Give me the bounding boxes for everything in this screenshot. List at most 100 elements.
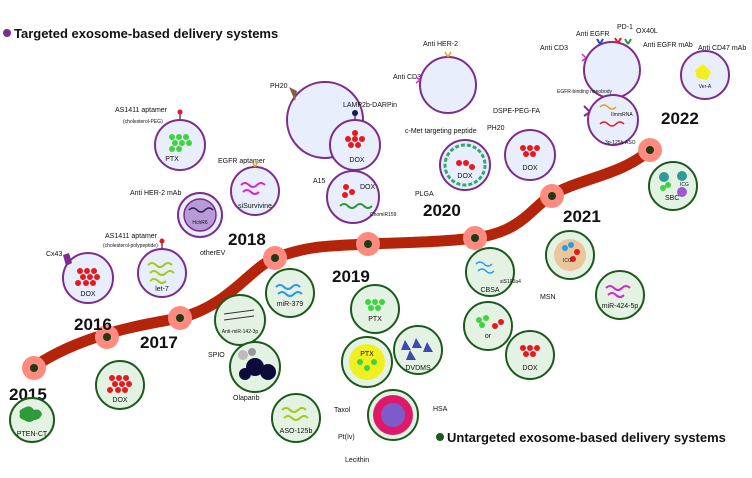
svg-text:siS100a4: siS100a4 (500, 279, 521, 285)
year-2021: 2021 (563, 207, 601, 226)
svg-text:DOX: DOX (457, 173, 473, 180)
exosome-let7: AS1411 aptamer (cholesterol-polypeptide)… (103, 233, 187, 298)
exosome-multi-antibody: Anti EGFR PD-1 OX40L Anti CD3 Anti EGFR … (540, 24, 693, 99)
year-2019: 2019 (332, 267, 370, 286)
exosome-dvdms: DVDMS (393, 325, 443, 375)
svg-text:Anti-miR-142-3p: Anti-miR-142-3p (222, 329, 259, 335)
svg-text:Taxol: Taxol (334, 407, 351, 414)
svg-text:Ver-A: Ver-A (699, 84, 712, 90)
svg-text:Anti HER-2: Anti HER-2 (423, 41, 458, 48)
svg-text:ICG: ICG (563, 258, 572, 264)
svg-text:PH20: PH20 (270, 83, 288, 90)
svg-text:AS1411 aptamer: AS1411 aptamer (105, 233, 158, 240)
node-2020 (463, 226, 487, 250)
svg-text:(cholesterol-PEG): (cholesterol-PEG) (123, 119, 163, 125)
exosome-aso125b: ASO-125b (271, 393, 321, 443)
year-2022: 2022 (661, 109, 699, 128)
exosome-taxol: PTX Taxol (334, 336, 393, 414)
svg-text:A15: A15 (313, 178, 326, 185)
timeline-nodes (22, 138, 662, 380)
exosome-ptx-2019: PTX (350, 284, 400, 334)
exosome-mir379: miR-379 (265, 268, 315, 318)
svg-text:DVDMS: DVDMS (405, 365, 431, 372)
svg-text:Anti EGFR mAb: Anti EGFR mAb (643, 42, 693, 49)
svg-text:HSA: HSA (433, 406, 448, 413)
svg-text:PTEN-CT: PTEN-CT (17, 431, 48, 438)
targeted-header: Targeted exosome-based delivery systems (14, 26, 278, 41)
svg-text:or: or (485, 333, 492, 340)
svg-text:PTX: PTX (360, 351, 374, 358)
svg-text:IImmRNA: IImmRNA (611, 112, 633, 118)
svg-text:PD-1: PD-1 (617, 24, 633, 31)
exosome-hchr6: Anti HER-2 mAb HchR6 otherEV (130, 190, 226, 257)
exosome-dox-2020-untargeted: DOX (505, 330, 555, 380)
svg-text:PTX: PTX (368, 316, 382, 323)
untargeted-legend-dot (436, 433, 444, 441)
exosome-dox-dspe: DSPE-PEG-FA PH20 DOX (487, 108, 556, 181)
exosome-pten-ct: PTEN-CT (9, 397, 55, 443)
exosome-ptx-or-dox: or (463, 301, 513, 351)
svg-text:DSPE-PEG-FA: DSPE-PEG-FA (493, 108, 540, 115)
svg-text:Cx43: Cx43 (46, 251, 62, 258)
untargeted-header: Untargeted exosome-based delivery system… (447, 430, 726, 445)
node-2015 (22, 356, 46, 380)
year-2018: 2018 (228, 230, 266, 249)
node-2022 (638, 138, 662, 162)
svg-text:OX40L: OX40L (636, 28, 658, 35)
targeted-legend-dot (3, 29, 11, 37)
svg-text:PH20: PH20 (487, 125, 505, 132)
svg-text:DOX: DOX (360, 184, 376, 191)
exosome-hsa: HSA Pt(Iv) Lecithin (338, 389, 448, 464)
svg-text:SPIO: SPIO (208, 352, 225, 359)
node-2016 (95, 325, 119, 349)
svg-text:EGFR aptamer: EGFR aptamer (218, 158, 266, 165)
exosome-dox-lamp2b-small: LAMP2b-DARPin DOX (329, 102, 397, 171)
exosome-ver-a: Anti CD47 mAb Ver-A (680, 45, 746, 100)
svg-text:(cholesterol-polypeptide): (cholesterol-polypeptide) (103, 243, 158, 249)
exosome-dox-plga: c-Met targeting peptide DOX PLGA (405, 128, 491, 198)
svg-text:DOX: DOX (80, 291, 96, 298)
svg-text:Olaparib: Olaparib (233, 395, 260, 402)
node-2019 (356, 232, 380, 256)
svg-text:miR-379: miR-379 (277, 301, 304, 308)
svg-text:AS1411 aptamer: AS1411 aptamer (115, 107, 168, 114)
svg-text:DOX: DOX (522, 365, 538, 372)
svg-text:HchR6: HchR6 (192, 220, 208, 226)
exosome-msn: ICG MSN (540, 230, 595, 301)
svg-text:PTX: PTX (165, 156, 179, 163)
exosome-cbsa: siS100a4 CBSA (465, 247, 521, 297)
svg-text:EGFR-binding nanobody: EGFR-binding nanobody (557, 89, 613, 95)
svg-text:SBC: SBC (665, 195, 679, 202)
year-2017: 2017 (140, 333, 178, 352)
svg-text:siSurvivine: siSurvivine (238, 203, 272, 210)
exosome-mir424: miR-424-5p (595, 270, 645, 320)
exosome-mrna-nanobody: EGFR-binding nanobody IImmRNA 3p-125b-AS… (557, 89, 639, 146)
exosome-sbc: SBC ICG (648, 161, 698, 211)
svg-text:let-7: let-7 (155, 286, 169, 293)
svg-text:Lecithin: Lecithin (345, 457, 369, 464)
svg-text:3p-125b-ASO: 3p-125b-ASO (605, 140, 636, 146)
exosome-sisurvivine: EGFR aptamer siSurvivine (218, 158, 280, 216)
exosome-cd3-her2: Anti HER-2 Anti CD3 (393, 41, 477, 114)
year-2016: 2016 (74, 315, 112, 334)
svg-text:Anti CD3: Anti CD3 (540, 45, 568, 52)
svg-text:DOX: DOX (522, 165, 538, 172)
svg-text:Anti CD3: Anti CD3 (393, 74, 421, 81)
exosome-anti-mir142: Anti-miR-142-3p (214, 294, 266, 346)
svg-text:otherEV: otherEV (200, 250, 226, 257)
svg-text:DOX: DOX (349, 157, 365, 164)
node-2018 (263, 246, 287, 270)
svg-text:Anti EGFR: Anti EGFR (576, 31, 609, 38)
svg-text:Anti CD47 mAb: Anti CD47 mAb (698, 45, 746, 52)
svg-text:ChomiR159: ChomiR159 (370, 212, 397, 218)
svg-text:Anti HER-2 mAb: Anti HER-2 mAb (130, 190, 181, 197)
exosome-dox-a15: A15 DOX ChomiR159 (313, 170, 397, 224)
svg-text:Pt(Iv): Pt(Iv) (338, 434, 355, 441)
year-2020: 2020 (423, 201, 461, 220)
node-2021 (540, 184, 564, 208)
svg-text:ASO-125b: ASO-125b (280, 428, 313, 435)
exosome-dox-cx43: Cx43 DOX (46, 251, 114, 304)
svg-text:CBSA: CBSA (480, 287, 499, 294)
node-2017 (168, 306, 192, 330)
